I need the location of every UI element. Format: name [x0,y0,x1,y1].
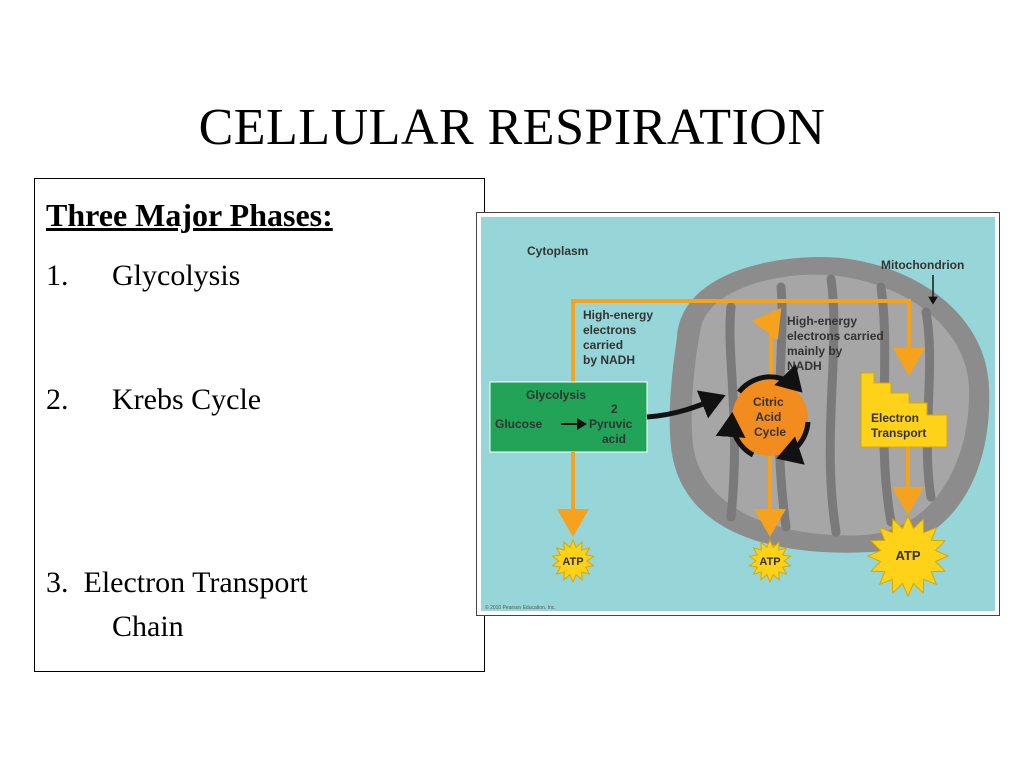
phase-number: 3. [46,566,69,599]
atp-burst-citric: ATP [748,538,792,584]
atp-burst-glycolysis: ATP [551,538,595,584]
glycolysis-title: Glycolysis [526,388,586,402]
citric-acid-cycle: Citric Acid Cycle [715,364,811,465]
atp-burst-electron: ATP [866,514,950,598]
respiration-figure: Cytoplasm Mitochondrion High-energy elec… [476,212,1000,616]
phases-box: Three Major Phases: 1. Glycolysis 2. Krebs… [34,178,485,672]
phases-heading: Three Major Phases: [46,197,333,233]
phase-label-line-2: Chain [112,610,184,643]
phase-glycolysis: 1. Glycolysis [46,259,240,293]
glycolysis-box: Glycolysis Glucose 2 Pyruvic acid [489,381,648,453]
cytoplasm-label: Cytoplasm [527,244,588,258]
electron-transport-box: Electron Transport [860,372,948,448]
slide-title: CELLULAR RESPIRATION [198,99,826,156]
phase-number: 2. [46,383,69,416]
citric-label: Citric Acid Cycle [753,395,787,439]
phase-label-line-1: Electron Transport [83,566,308,599]
pyruvic-label: 2 Pyruvic acid [589,402,636,446]
respiration-diagram: Cytoplasm Mitochondrion High-energy elec… [481,217,995,611]
svg-text:ATP: ATP [562,556,583,568]
electron-transport-label: Electron Transport [871,411,926,440]
phase-electron-transport-chain: 3. Electron Transport Chain [46,561,308,649]
glucose-label: Glucose [495,417,543,431]
phase-label: Krebs Cycle [112,383,262,416]
nadh-label: High-energy electrons carried by NADH [583,308,656,367]
copyright-text: © 2010 Pearson Education, Inc. [485,604,556,611]
svg-text:ATP: ATP [895,548,920,563]
mitochondrion-label: Mitochondrion [881,258,964,272]
phase-krebs-cycle: 2. Krebs Cycle [46,383,261,417]
nadh-electron-arrow-citric [751,307,782,391]
phase-number: 1. [46,259,69,292]
pyruvate-to-citric-arrow [646,390,726,420]
nadh-mainly-label: High-energy electrons carried mainly by … [787,314,887,373]
phase-label: Glycolysis [112,259,241,292]
svg-text:ATP: ATP [759,556,780,568]
